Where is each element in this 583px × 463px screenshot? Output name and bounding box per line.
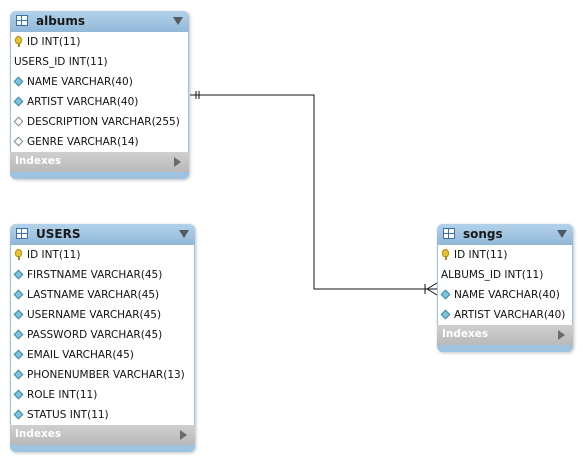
table-icon — [16, 15, 28, 26]
column-diamond-icon — [13, 309, 24, 320]
collapse-triangle-icon[interactable] — [179, 230, 189, 238]
nullable-diamond-icon — [13, 116, 24, 127]
column-diamond-icon — [440, 289, 451, 300]
column-row[interactable]: NAME VARCHAR(40) — [11, 72, 188, 92]
indexes-section[interactable]: Indexes — [10, 425, 195, 445]
crowfoot-marker — [426, 288, 438, 296]
indexes-section[interactable]: Indexes — [10, 152, 189, 172]
column-row[interactable]: PASSWORD VARCHAR(45) — [11, 325, 194, 345]
primary-key-icon — [15, 36, 22, 47]
table-icon — [16, 228, 28, 239]
column-diamond-icon — [13, 329, 24, 340]
indexes-label: Indexes — [442, 328, 489, 340]
column-diamond-icon — [13, 369, 24, 380]
expand-arrow-icon[interactable] — [180, 430, 187, 440]
collapse-triangle-icon[interactable] — [557, 230, 567, 238]
column-diamond-icon — [13, 409, 24, 420]
column-diamond-icon — [13, 269, 24, 280]
primary-key-icon — [15, 249, 22, 260]
column-diamond-icon — [13, 349, 24, 360]
expand-arrow-icon[interactable] — [558, 330, 565, 340]
table-name: USERS — [36, 227, 81, 241]
column-row[interactable]: LASTNAME VARCHAR(45) — [11, 285, 194, 305]
column-list: ID INT(11) ALBUMS_ID INT(11) NAME VARCHA… — [437, 245, 573, 325]
column-row[interactable]: PHONENUMBER VARCHAR(13) — [11, 365, 194, 385]
column-row[interactable]: ID INT(11) — [11, 245, 194, 265]
column-row[interactable]: USERNAME VARCHAR(45) — [11, 305, 194, 325]
collapse-triangle-icon[interactable] — [173, 17, 183, 25]
column-row[interactable]: GENRE VARCHAR(14) — [11, 132, 188, 152]
table-footer — [10, 445, 195, 452]
nullable-diamond-icon — [13, 136, 24, 147]
indexes-label: Indexes — [15, 428, 62, 440]
table-header[interactable]: songs — [437, 224, 573, 245]
indexes-label: Indexes — [15, 155, 62, 167]
table-icon — [443, 228, 455, 239]
column-list: ID INT(11) FIRSTNAME VARCHAR(45) LASTNAM… — [10, 245, 195, 425]
table-name: songs — [463, 227, 503, 241]
table-users[interactable]: USERS ID INT(11) FIRSTNAME VARCHAR(45) L… — [10, 224, 195, 452]
column-list: ID INT(11) USERS_ID INT(11) NAME VARCHAR… — [10, 32, 189, 152]
column-row[interactable]: ARTIST VARCHAR(40) — [11, 92, 188, 112]
column-row[interactable]: FIRSTNAME VARCHAR(45) — [11, 265, 194, 285]
table-songs[interactable]: songs ID INT(11) ALBUMS_ID INT(11) NAME … — [437, 224, 573, 352]
column-row[interactable]: STATUS INT(11) — [11, 405, 194, 425]
crowfoot-marker — [426, 282, 438, 290]
column-diamond-icon — [13, 389, 24, 400]
column-row[interactable]: NAME VARCHAR(40) — [438, 285, 572, 305]
column-diamond-icon — [13, 289, 24, 300]
column-row[interactable]: ALBUMS_ID INT(11) — [441, 269, 544, 281]
column-diamond-icon — [13, 76, 24, 87]
table-header[interactable]: USERS — [10, 224, 195, 245]
table-footer — [437, 345, 573, 352]
column-row[interactable]: USERS_ID INT(11) — [14, 56, 108, 68]
column-diamond-icon — [13, 96, 24, 107]
column-diamond-icon — [440, 309, 451, 320]
table-footer — [10, 172, 189, 179]
column-row[interactable]: ID INT(11) — [11, 32, 188, 52]
table-albums[interactable]: albums ID INT(11) USERS_ID INT(11) NAME … — [10, 11, 189, 179]
expand-arrow-icon[interactable] — [174, 157, 181, 167]
column-row[interactable]: EMAIL VARCHAR(45) — [11, 345, 194, 365]
primary-key-icon — [442, 249, 449, 260]
indexes-section[interactable]: Indexes — [437, 325, 573, 345]
column-row[interactable]: ROLE INT(11) — [11, 385, 194, 405]
table-name: albums — [36, 14, 85, 28]
column-row[interactable]: ARTIST VARCHAR(40) — [438, 305, 572, 325]
column-row[interactable]: ID INT(11) — [438, 245, 572, 265]
column-row[interactable]: DESCRIPTION VARCHAR(255) — [11, 112, 188, 132]
table-header[interactable]: albums — [10, 11, 189, 32]
